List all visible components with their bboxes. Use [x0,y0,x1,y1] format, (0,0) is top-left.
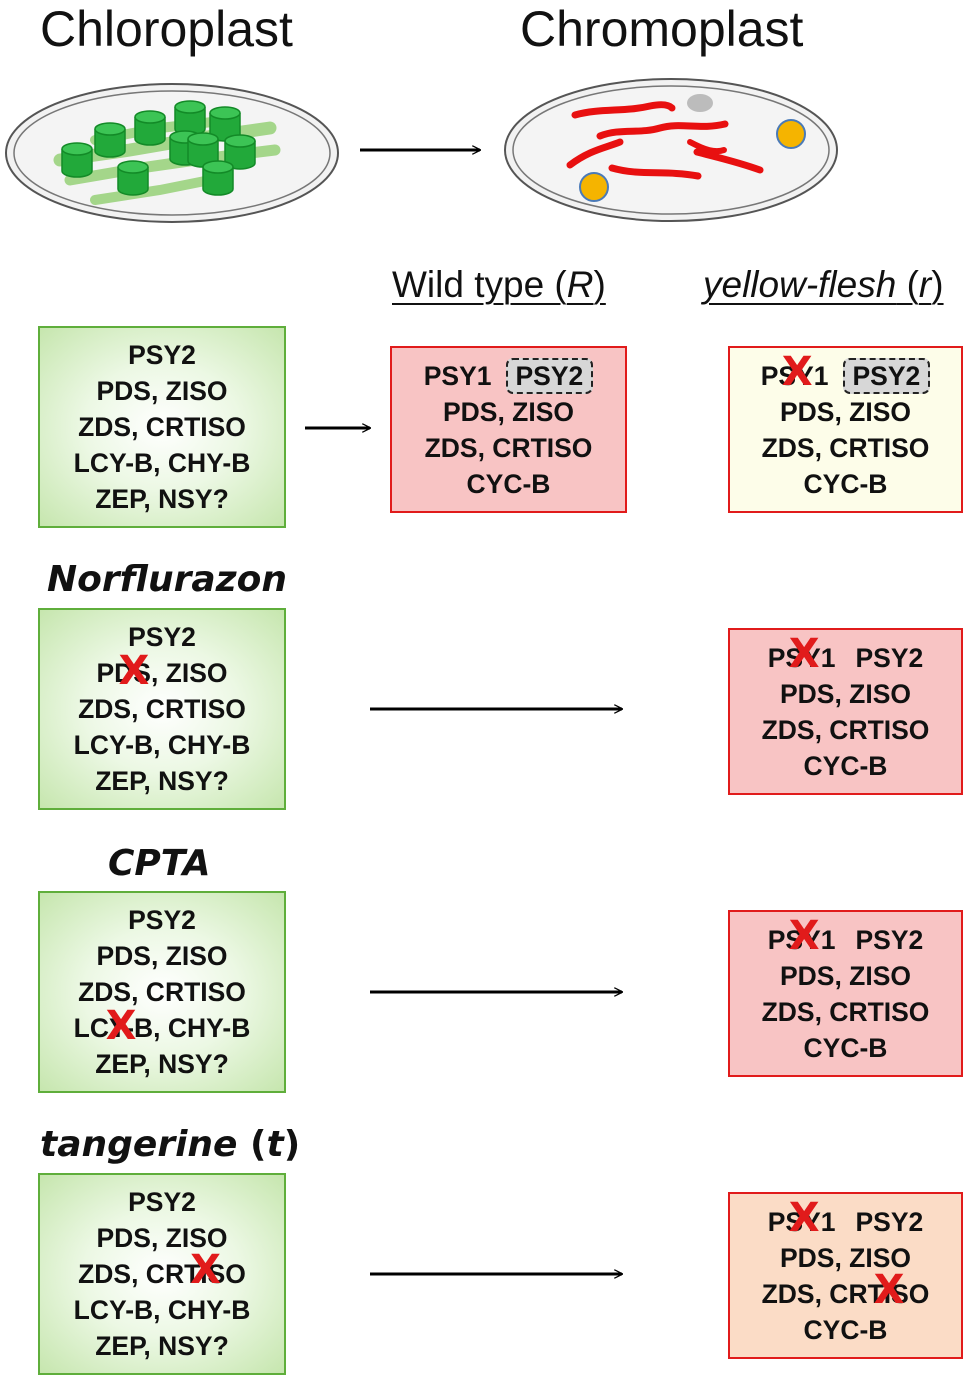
granum-stack [94,129,126,158]
cpta-label: CPTA [108,843,211,884]
gene-line: ZDS, CRTISO [761,432,930,463]
gene-line: CYC-B [803,1314,888,1345]
gene-line: CYC-B [803,750,888,781]
gene-line: CYC-B [466,468,551,499]
gene-line: ZDS, CRTISO [78,694,246,724]
chloroplast-genes-box: PSY2 PDS, ZISO ZDS, CRTISO LCY-B, CHY-B … [38,326,286,528]
granum-top [61,142,93,156]
gene-line: ZDS, CRTISO [78,412,246,442]
gene-line: ZDS, CRTISO [761,996,930,1027]
granum-stack [134,117,166,146]
gene-line: PDS, ZISO [779,396,912,427]
gene-line: CYC-B [803,1032,888,1063]
gene-line: ZDS, CRTISO [424,432,593,463]
gene-line: PSY2 [128,1187,196,1217]
granum-top [224,134,256,148]
chromoplast-title: Chromoplast [520,1,804,57]
psy2-gene: PSY2 [855,924,924,955]
gene-line: ZDS, CRTISO [78,977,246,1007]
psy2-gene: PSY2 [855,1206,924,1237]
gene-line: ZEP, NSY? [95,766,229,796]
gene-line: ZEP, NSY? [95,1049,229,1079]
gene-line: PSY2 [128,905,196,935]
psy1-gene: PSY1 [423,360,492,391]
chromoplast-illustration [504,78,838,222]
granum-top [187,132,219,146]
granum-top [174,100,206,114]
gene-line: PSY2 [128,622,196,652]
psy2-gene: PSY2 [855,642,924,673]
gene-line: PDS, ZISO [779,1242,912,1273]
gene-line: PDS, ZISO [442,396,575,427]
gene-line-psy: PSY1 PSY2 [423,357,594,394]
gene-line: PSY2 [128,340,196,370]
psy2-dashed-gene: PSY2 [842,357,931,394]
tangerine-label: tangerine (t) [40,1124,301,1165]
gene-line: PDS, ZISO [96,1223,228,1253]
wild-type-chromoplast-box: PSY1 PSY2 PDS, ZISO ZDS, CRTISO CYC-B [390,346,627,513]
granum-top [202,160,234,174]
chloroplast-illustration [5,83,339,223]
gene-line: ZEP, NSY? [95,484,229,514]
norflurazon-label: Norflurazon [47,559,287,600]
gene-line: ZDS, CRTISO [761,714,930,745]
gene-line: PDS, ZISO [96,941,228,971]
gene-line: PDS, ZISO [96,376,228,406]
wild-type-label: Wild type (R) [392,264,606,305]
granum-stack [202,167,234,196]
granum-stack [117,167,149,196]
chloroplast-title: Chloroplast [40,1,293,57]
gene-line: LCY-B, CHY-B [73,730,251,760]
gene-line: LCY-B, CHY-B [73,1295,251,1325]
granum-stack [61,149,93,178]
granum-top [117,160,149,174]
granum-top [94,122,126,136]
granum-top [209,106,241,120]
gene-line: PDS, ZISO [779,678,912,709]
gene-line: CYC-B [803,468,888,499]
gene-line: LCY-B, CHY-B [73,448,251,478]
gene-line: PDS, ZISO [779,960,912,991]
gene-line: ZEP, NSY? [95,1331,229,1361]
psy2-dashed-gene: PSY2 [505,357,594,394]
yellow-flesh-label: yellow-flesh (r) [703,264,944,305]
granum-top [134,110,166,124]
